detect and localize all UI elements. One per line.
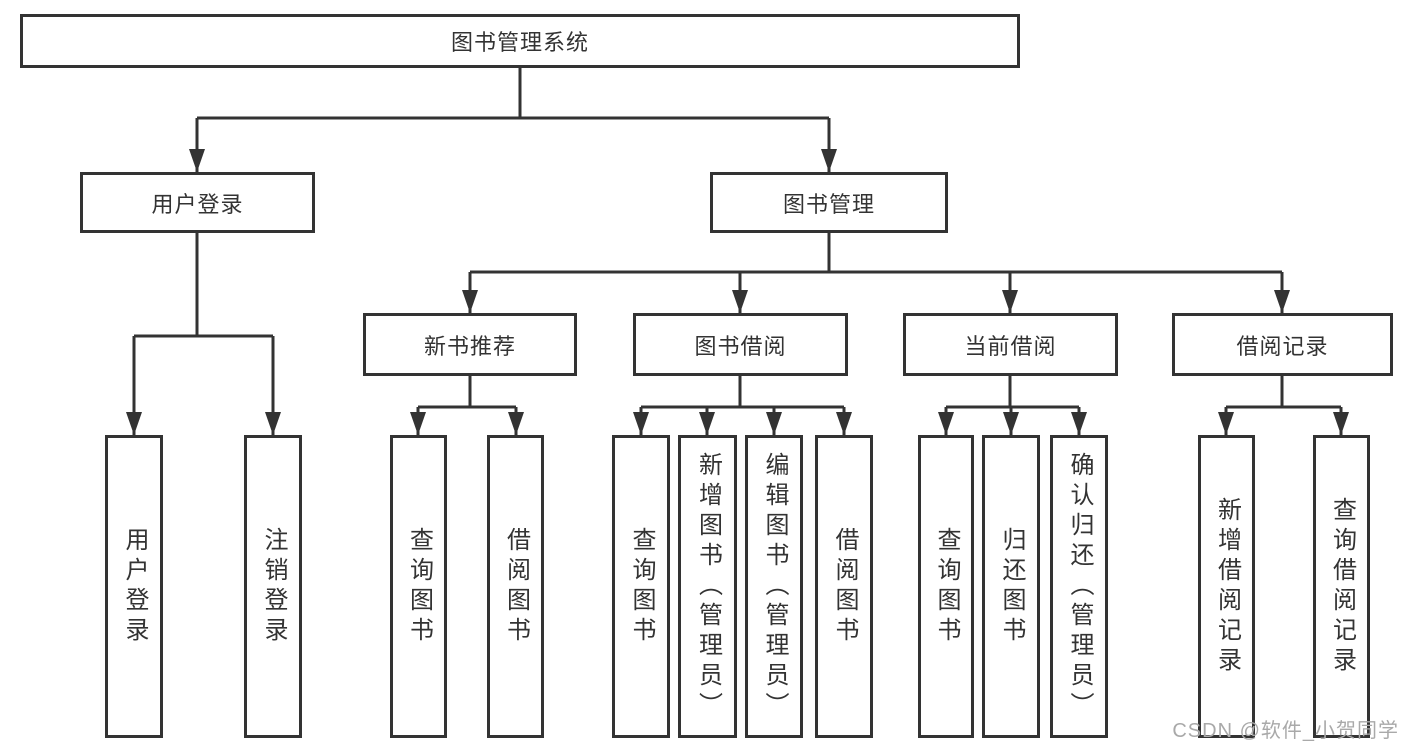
node-book-borrowing: 图书借阅 [633, 313, 848, 376]
leaf-records-query-record: 查询借阅记录 [1313, 435, 1370, 738]
leaf-current-return-books-label: 归还图书 [998, 526, 1025, 647]
node-user-login: 用户登录 [80, 172, 315, 233]
leaf-borrow-query-books-label: 查询图书 [628, 526, 655, 647]
node-book-management: 图书管理 [710, 172, 948, 233]
leaf-borrow-add-books-admin-label: 新增图书（管理员） [694, 451, 722, 722]
leaf-user-login-label: 用户登录 [121, 526, 148, 647]
node-book-management-label: 图书管理 [782, 191, 875, 217]
leaf-logout-login: 注销登录 [244, 435, 302, 738]
node-borrowing-records: 借阅记录 [1172, 313, 1393, 376]
leaf-current-confirm-return-admin: 确认归还（管理员） [1050, 435, 1108, 738]
leaf-current-confirm-return-admin-label: 确认归还（管理员） [1066, 451, 1093, 722]
leaf-recommend-borrow-books: 借阅图书 [487, 435, 544, 738]
node-root-label: 图书管理系统 [450, 30, 589, 55]
node-current-borrowing: 当前借阅 [903, 313, 1118, 376]
leaf-current-query-books-label: 查询图书 [933, 526, 960, 647]
node-new-book-recommendation-label: 新书推荐 [423, 333, 516, 359]
leaf-current-return-books: 归还图书 [982, 435, 1040, 738]
leaf-current-query-books: 查询图书 [918, 435, 974, 738]
leaf-borrow-edit-books-admin-label: 编辑图书（管理员） [761, 451, 788, 722]
leaf-recommend-query-books-label: 查询图书 [405, 526, 433, 647]
leaf-recommend-query-books: 查询图书 [390, 435, 447, 738]
node-root-system: 图书管理系统 [20, 14, 1020, 68]
node-book-borrowing-label: 图书借阅 [694, 333, 787, 359]
csdn-watermark: CSDN @软件_小贺同学 [1172, 720, 1399, 742]
leaf-user-login: 用户登录 [105, 435, 163, 738]
node-user-login-label: 用户登录 [151, 191, 244, 217]
leaf-records-query-record-label: 查询借阅记录 [1328, 496, 1356, 677]
leaf-borrow-add-books-admin: 新增图书（管理员） [678, 435, 737, 738]
leaf-records-add-record: 新增借阅记录 [1198, 435, 1255, 738]
node-new-book-recommendation: 新书推荐 [363, 313, 577, 376]
node-current-borrowing-label: 当前借阅 [964, 333, 1057, 359]
leaf-logout-login-label: 注销登录 [260, 526, 287, 647]
leaf-borrow-borrow-books: 借阅图书 [815, 435, 873, 738]
leaf-borrow-query-books: 查询图书 [612, 435, 670, 738]
node-borrowing-records-label: 借阅记录 [1236, 333, 1329, 359]
leaf-recommend-borrow-books-label: 借阅图书 [502, 526, 530, 647]
leaf-borrow-edit-books-admin: 编辑图书（管理员） [745, 435, 803, 738]
leaf-records-add-record-label: 新增借阅记录 [1213, 496, 1241, 677]
leaf-borrow-borrow-books-label: 借阅图书 [831, 526, 858, 647]
